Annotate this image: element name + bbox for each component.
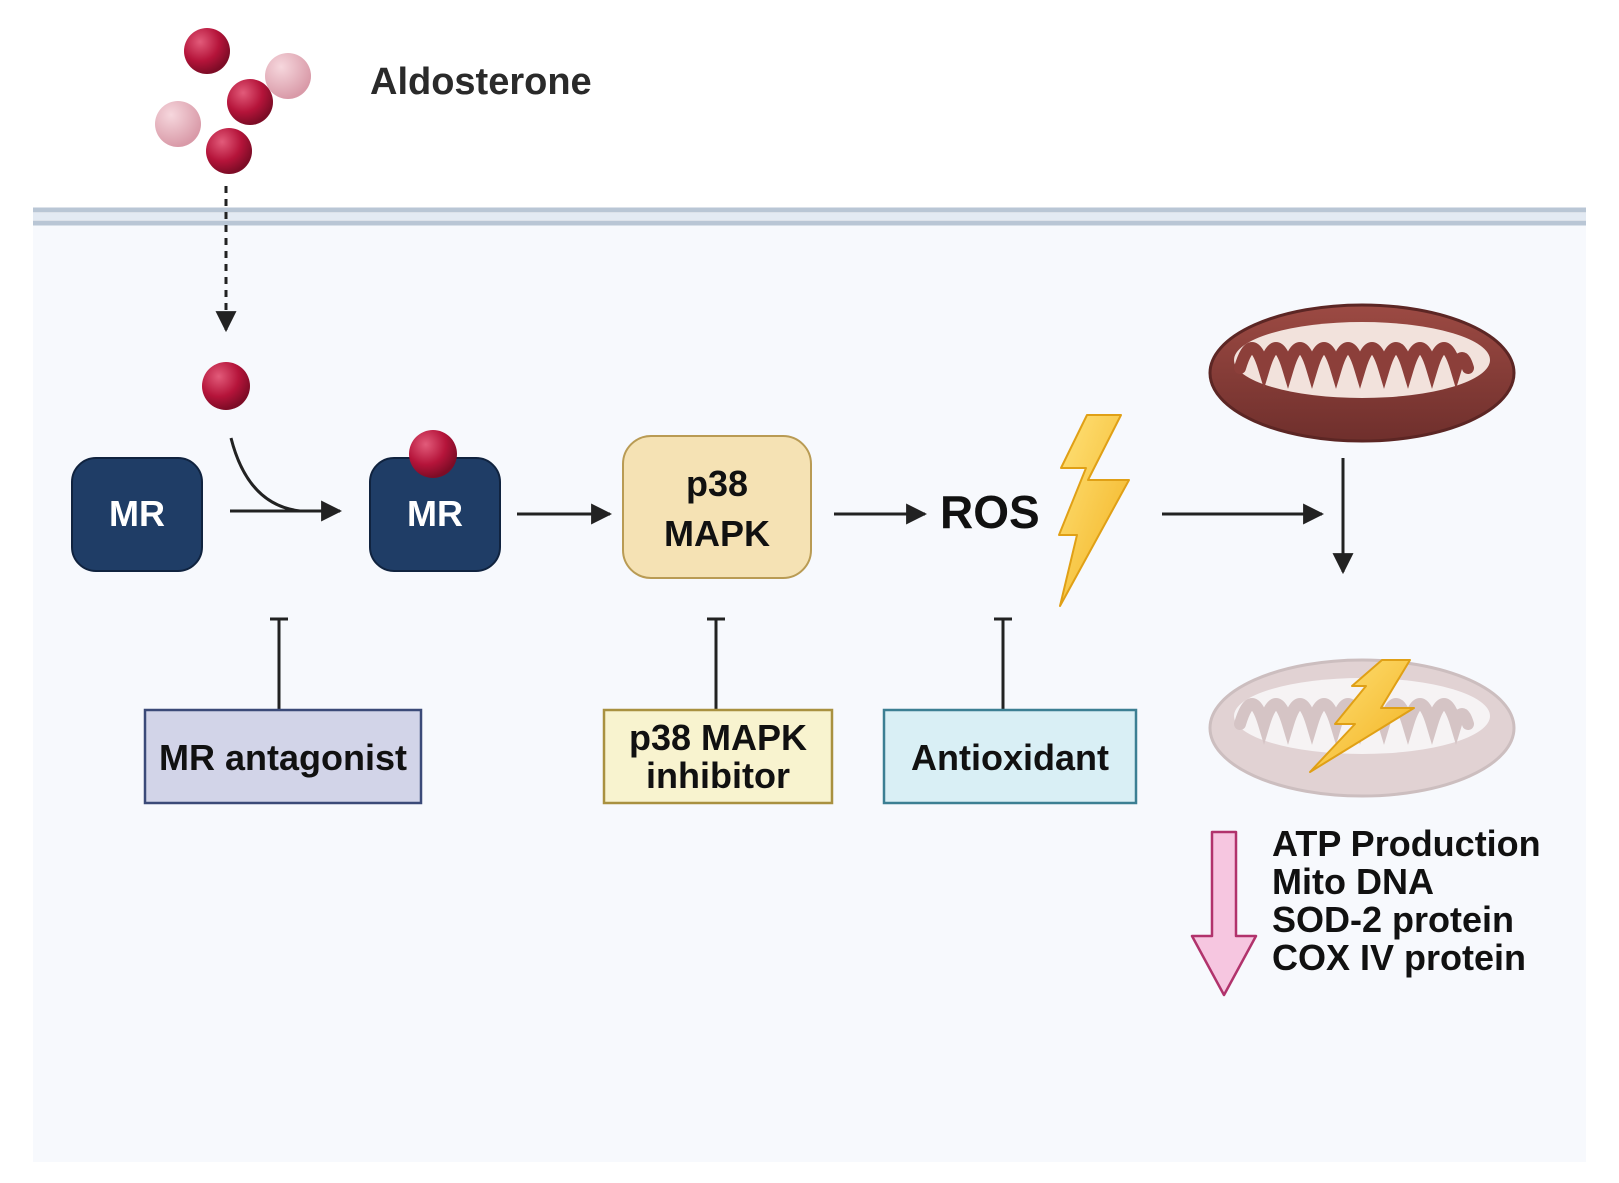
p38-mapk-label-line1: p38 — [686, 463, 748, 504]
aldosterone-molecule-icon — [227, 79, 273, 125]
aldosterone-molecule-icon — [202, 362, 250, 410]
p38-inhibitor-label-line1: p38 MAPK — [629, 717, 807, 758]
mitochondrion-icon — [1208, 303, 1516, 443]
p38-mapk-label-line2: MAPK — [664, 513, 770, 554]
aldosterone-label: Aldosterone — [370, 61, 592, 103]
outcome-item: SOD-2 protein — [1272, 899, 1514, 940]
antioxidant-box — [882, 708, 1138, 805]
lightning-bolt-icon — [1058, 414, 1130, 607]
binding-curve — [229, 437, 301, 513]
ros-label: ROS — [940, 486, 1040, 538]
mr-antagonist-label: MR antagonist — [159, 737, 407, 778]
bound-aldosterone-icon — [409, 430, 457, 478]
outcome-item: COX IV protein — [1272, 937, 1526, 978]
mr-unbound-box — [71, 457, 203, 572]
damage-bolt-icon — [1309, 659, 1415, 773]
mr-bound-label: MR — [407, 493, 463, 534]
outcome-item: Mito DNA — [1272, 861, 1434, 902]
membrane-core — [33, 213, 1586, 220]
down-arrow-icon — [1190, 830, 1258, 997]
p38-mapk-box — [622, 435, 812, 579]
aldosterone-molecule-icon — [184, 28, 230, 74]
p38-inhibitor-box — [602, 708, 834, 805]
mr-unbound-label: MR — [109, 493, 165, 534]
p38-inhibitor-label-line2: inhibitor — [646, 755, 790, 796]
antioxidant-label: Antioxidant — [911, 737, 1109, 778]
aldosterone-molecule-icon — [206, 128, 252, 174]
aldosterone-cluster — [155, 28, 311, 174]
mr-antagonist-box — [143, 708, 423, 805]
aldosterone-molecule-icon — [155, 101, 201, 147]
outcome-item: ATP Production — [1272, 823, 1541, 864]
aldosterone-molecule-icon — [265, 53, 311, 99]
outcome-list: ATP Production Mito DNA SOD-2 protein CO… — [1272, 823, 1541, 978]
